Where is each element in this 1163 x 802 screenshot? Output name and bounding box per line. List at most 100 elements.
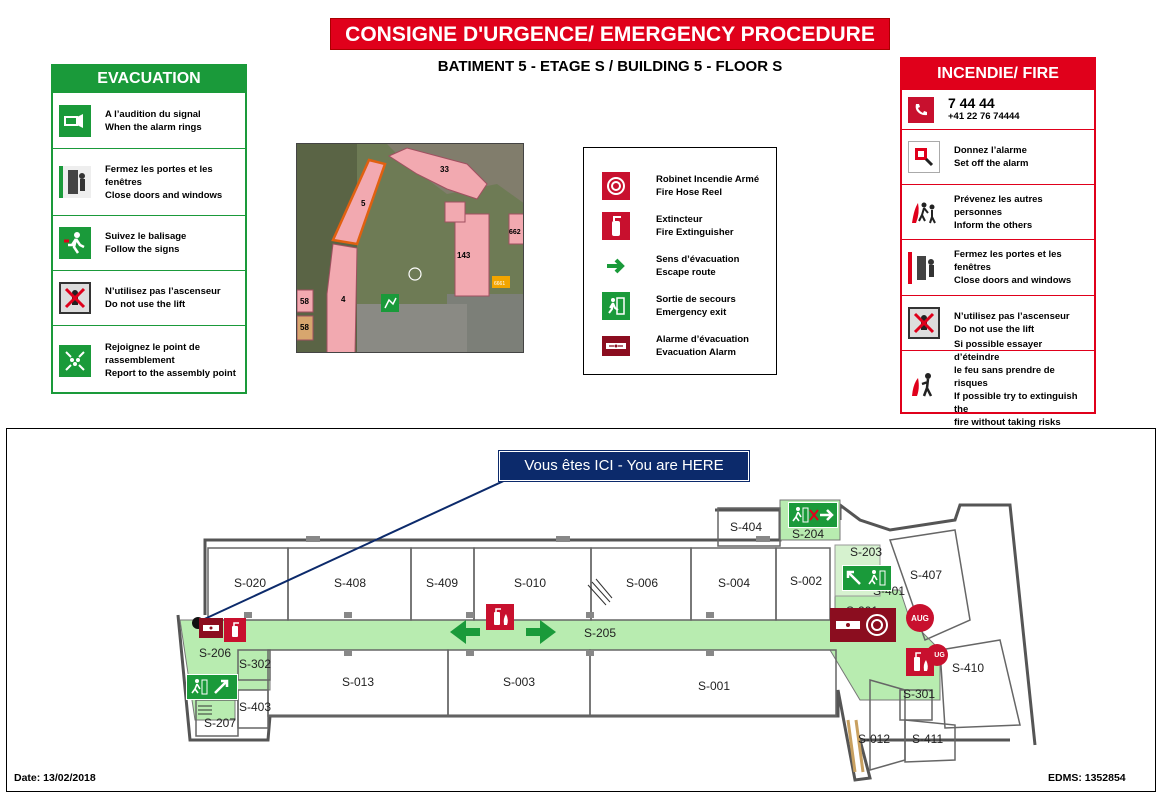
evac-item-lift: N’utilisez pas l’ascenseur Do not use the…: [53, 270, 245, 325]
fire-doors-en: Close doors and windows: [954, 275, 1072, 286]
plan-extinguisher-icon-2: [486, 604, 514, 630]
fire-lift-fr: N’utilisez pas l’ascenseur: [954, 311, 1070, 322]
room-s-207: S-207: [204, 716, 237, 730]
plan-extinguisher-icon-3: [906, 648, 934, 676]
fire-alarm-fr: Donnez l’alarme: [954, 145, 1027, 156]
aerial-label-58a: 58: [300, 297, 309, 306]
fire-extinguish-en2: fire without taking risks: [954, 417, 1061, 428]
room-s-002: S-002: [790, 574, 823, 588]
room-s-409: S-409: [426, 576, 459, 590]
legend-alarm-fr: Alarme d’évacuation: [656, 334, 749, 345]
room-s-203: S-203: [850, 545, 883, 559]
aerial-label-143: 143: [457, 251, 471, 260]
fire-lift-en: Do not use the lift: [954, 324, 1035, 335]
you-are-here-callout: Vous êtes ICI - You are HERE: [498, 450, 750, 482]
fire-warn-fr: Prévenez les autres personnes: [954, 193, 1043, 218]
room-s-013: S-013: [342, 675, 375, 689]
fire-hose-reel-icon: [602, 172, 630, 200]
fire-doors-fr2: fenêtres: [954, 262, 991, 273]
room-s-205: S-205: [584, 626, 617, 640]
escape-route-arrow-icon: [602, 252, 630, 280]
evac-lift-en: Do not use the lift: [105, 299, 186, 310]
legend-alarm-en: Evacuation Alarm: [656, 347, 736, 358]
room-s-012: S-012: [858, 732, 891, 746]
evac-signs-fr: Suivez le balisage: [105, 231, 187, 242]
legend-extinguisher-en: Fire Extinguisher: [656, 227, 734, 238]
footer-edms: EDMS: 1352854: [1048, 772, 1126, 784]
evac-alarm-en: When the alarm rings: [105, 121, 202, 133]
aug-label-2: AUG: [929, 651, 945, 659]
building-subtitle: BATIMENT 5 - ETAGE S / BUILDING 5 - FLOO…: [437, 58, 783, 75]
evacuation-title: EVACUATION: [53, 66, 245, 92]
room-s-407: S-407: [910, 568, 943, 582]
room-s-004: S-004: [718, 576, 751, 590]
page-title: CONSIGNE D'URGENCE/ EMERGENCY PROCEDURE: [330, 18, 890, 50]
legend-hose-en: Fire Hose Reel: [656, 187, 722, 198]
aerial-label-5: 5: [361, 199, 366, 208]
fire-title: INCENDIE/ FIRE: [902, 59, 1094, 89]
legend-exit-en: Emergency exit: [656, 307, 727, 318]
aerial-site-map: 33 5 143 662 58 4 58 6661: [296, 143, 524, 353]
plan-exit-sign-top: [788, 502, 838, 528]
room-s-006: S-006: [626, 576, 659, 590]
no-lift-fire-icon: [908, 307, 940, 339]
aerial-label-4: 4: [341, 295, 346, 304]
evac-lift-fr: N’utilisez pas l’ascenseur: [105, 286, 221, 297]
emergency-exit-icon: [602, 292, 630, 320]
plan-aug-badge-1: AUG: [906, 604, 934, 632]
plan-alarm-hose-group: [830, 608, 896, 642]
plan-exit-sign-left: [186, 674, 238, 700]
evac-doors-fr1: Fermez les portes et les: [105, 163, 213, 175]
aerial-label-33: 33: [440, 165, 449, 174]
plan-exit-sign-right: [842, 565, 892, 591]
room-s-408: S-408: [334, 576, 367, 590]
phone-icon: [908, 96, 934, 123]
close-doors-fire-icon: [908, 251, 940, 284]
footer-date: Date: 13/02/2018: [14, 772, 96, 784]
aerial-label-662: 662: [509, 229, 521, 236]
warn-people-icon: [908, 196, 940, 228]
fire-alarm-en: Set off the alarm: [954, 158, 1029, 169]
fire-warn-en: Inform the others: [954, 219, 1033, 231]
follow-signs-icon: [59, 227, 91, 259]
floor-plan-frame: [6, 428, 1156, 792]
evac-alarm-fr: A l’audition du signal: [105, 108, 201, 120]
close-doors-icon: [59, 166, 91, 198]
room-s-301: S-301: [903, 687, 936, 701]
no-lift-icon: [59, 282, 91, 314]
evac-doors-fr2: fenêtres: [105, 176, 142, 188]
plan-extinguisher-icon-1: [224, 618, 246, 642]
assembly-point-icon: [59, 344, 91, 377]
fire-doors-fr1: Fermez les portes et les: [954, 249, 1062, 260]
fire-phone-ext: +41 22 76 74444: [948, 110, 1020, 122]
evac-assembly-en: Report to the assembly point: [105, 368, 236, 379]
legend-route-en: Escape route: [656, 267, 716, 278]
legend-exit-fr: Sortie de secours: [656, 294, 736, 305]
room-s-411: S-411: [912, 732, 944, 746]
alarm-button-icon: [908, 141, 940, 173]
legend-extinguisher-fr: Extincteur: [656, 214, 703, 225]
alarm-horn-icon: [59, 104, 91, 137]
room-s-302: S-302: [239, 657, 272, 671]
extinguish-icon: [908, 367, 940, 400]
room-s-001: S-001: [698, 679, 731, 693]
room-s-404: S-404: [730, 520, 763, 534]
aerial-label-58b: 58: [300, 323, 309, 332]
fire-item-lift: N’utilisez pas l’ascenseur Do not use th…: [902, 295, 1094, 350]
aerial-label-6661: 6661: [494, 281, 505, 287]
evac-signs-en: Follow the signs: [105, 244, 180, 255]
